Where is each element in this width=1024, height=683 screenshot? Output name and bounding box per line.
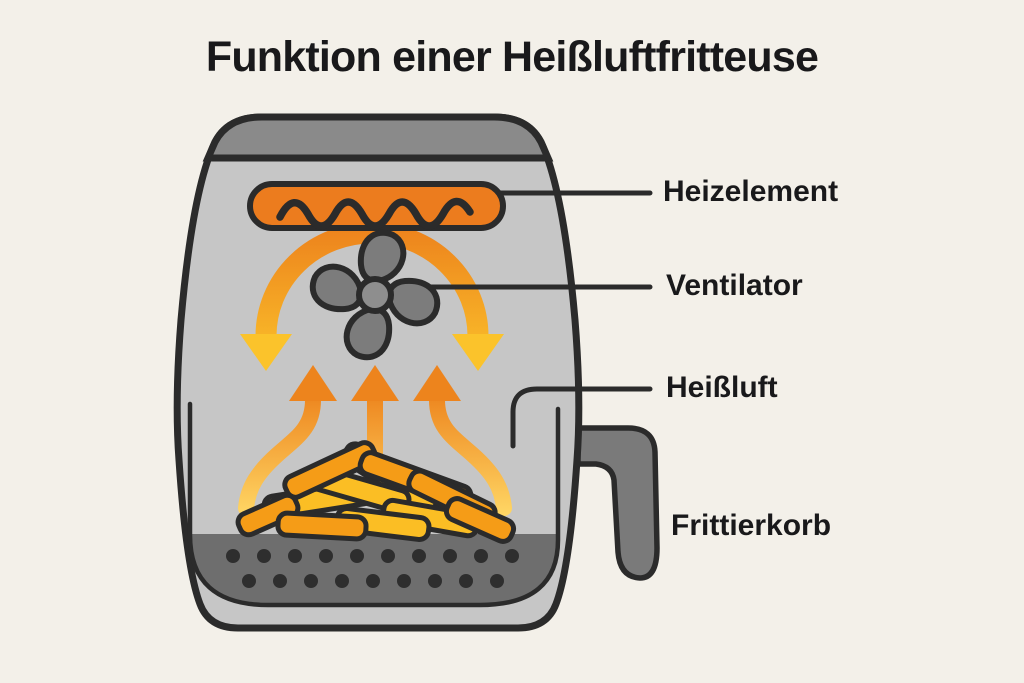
label-frittierkorb: Frittierkorb	[671, 509, 832, 542]
page-title: Funktion einer Heißluftfritteuse	[205, 33, 819, 81]
fryer-top-cap	[202, 113, 554, 162]
heating-coil-wave	[276, 197, 474, 230]
label-heizelement: Heizelement	[663, 175, 839, 208]
perforated-plate	[191, 534, 557, 603]
label-ventilator: Ventilator	[666, 269, 803, 302]
leader-line-heissluft	[510, 386, 653, 449]
basket-inner-wall	[187, 401, 561, 608]
fan-icon	[309, 229, 441, 361]
french-fries	[235, 440, 517, 544]
plate-holes	[226, 549, 519, 588]
heating-element	[247, 181, 506, 231]
basket-handle-icon	[575, 425, 660, 581]
label-heissluft: Heißluft	[666, 371, 778, 404]
